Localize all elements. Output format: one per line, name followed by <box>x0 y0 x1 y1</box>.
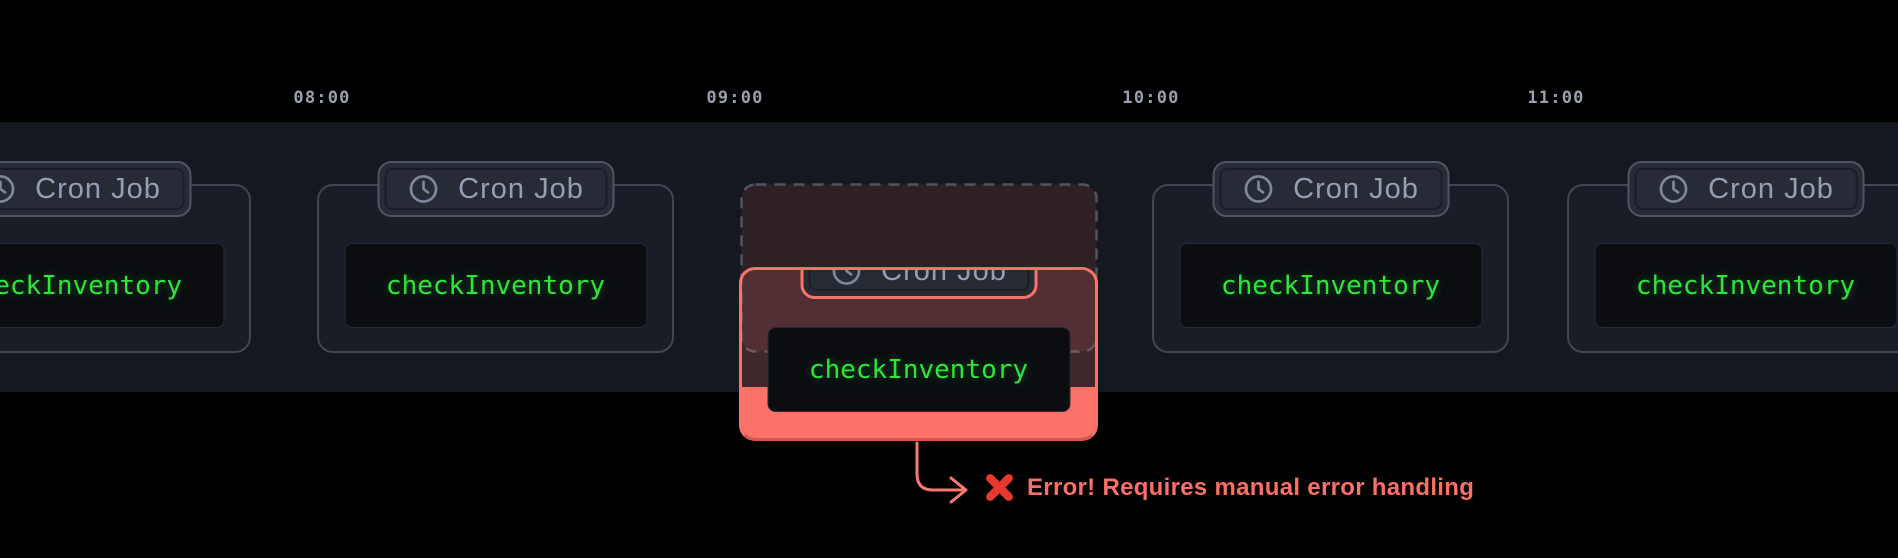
task-name-box: checkInventory <box>344 243 647 328</box>
cron-job-card-2: Cron Job checkInventory <box>317 161 674 353</box>
cross-mark-icon <box>986 474 1013 501</box>
clock-icon <box>0 175 15 203</box>
time-label-1100: 11:00 <box>1527 88 1585 108</box>
error-connector-arrow <box>915 441 968 504</box>
cron-job-badge: Cron Job <box>1212 161 1449 217</box>
task-name-box: checkInventory <box>767 327 1070 412</box>
cron-job-card-5: Cron Job checkInventory <box>1567 161 1898 353</box>
cron-job-badge: Cron Job <box>1627 161 1864 217</box>
time-label-1000: 10:00 <box>1122 88 1180 108</box>
clock-icon <box>409 175 438 203</box>
cron-job-badge: Cron Job <box>0 161 191 217</box>
task-name: checkInventory <box>0 270 183 301</box>
error-message: Error! Requires manual error handling <box>983 471 1474 504</box>
badge-label: Cron Job <box>881 267 1007 287</box>
cron-job-card-4: Cron Job checkInventory <box>1152 161 1509 353</box>
cron-job-badge-error: Cron Job <box>800 267 1037 299</box>
cron-job-card-1: Cron Job checkInventory <box>0 161 251 353</box>
task-name: checkInventory <box>385 270 606 301</box>
badge-label: Cron Job <box>35 172 161 205</box>
cron-job-card-error: checkInventory Cron Job <box>739 267 1098 441</box>
time-label-0800: 08:00 <box>293 88 351 108</box>
time-label-0900: 09:00 <box>706 88 764 108</box>
task-name: checkInventory <box>1220 270 1441 301</box>
cron-job-badge: Cron Job <box>377 161 614 217</box>
clock-icon <box>1659 175 1688 203</box>
task-name-box: checkInventory <box>1594 243 1897 328</box>
error-message-text: Error! Requires manual error handling <box>1027 473 1475 501</box>
clock-icon <box>1244 175 1273 203</box>
badge-label: Cron Job <box>1708 172 1834 205</box>
badge-label: Cron Job <box>1293 172 1419 205</box>
task-name-box: checkInventory <box>1179 243 1482 328</box>
task-name-box: checkInventory <box>0 243 224 328</box>
task-name: checkInventory <box>1635 270 1856 301</box>
badge-label: Cron Job <box>458 172 584 205</box>
clock-icon <box>832 270 861 285</box>
task-name: checkInventory <box>808 354 1029 385</box>
